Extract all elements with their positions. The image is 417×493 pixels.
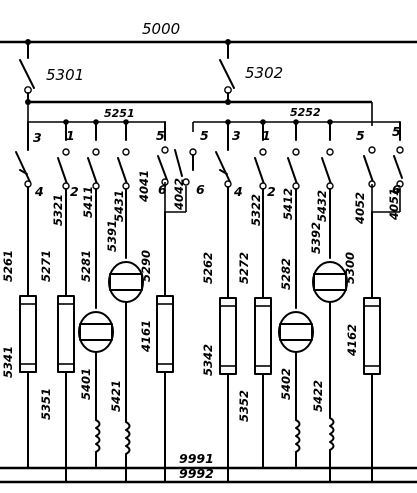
wire-left-5: 4042 — [172, 178, 186, 211]
motor-right-1: 5402 — [279, 368, 293, 400]
switch-right-2-number: 2 — [267, 184, 276, 199]
switch-left-1-number: 4 — [34, 184, 44, 199]
switch-right-3-number: 6 — [392, 182, 401, 197]
wire-right-2: 5412 — [281, 188, 295, 220]
fuse-right-3: 4162 — [345, 324, 359, 357]
bottom-bus-a-label: 9991 — [179, 451, 214, 466]
fuse-left-2: 5351 — [39, 388, 53, 420]
branches-left — [19, 186, 174, 483]
wire-left-3: 5431 — [112, 190, 126, 222]
wire-left-1: 5321 — [51, 194, 65, 226]
wire-right-3: 5432 — [315, 190, 329, 222]
branches-right — [219, 186, 381, 483]
fuse-left-3: 4161 — [139, 320, 153, 353]
terminal-right-2: 1 — [262, 128, 271, 143]
breaker-right-label: 5302 — [245, 64, 283, 82]
motor-left-1: 5401 — [79, 368, 93, 400]
terminal-left-1: 3 — [33, 130, 42, 145]
switch-left-4-number: 6 — [196, 182, 205, 197]
switch-row-right — [189, 121, 404, 213]
fuse-right-1: 5342 — [201, 344, 215, 376]
wire-left-2: 5411 — [81, 186, 95, 218]
terminal-right-4: 5 — [392, 124, 401, 139]
branch-left-1: 5261 — [1, 250, 15, 282]
branch-left-3: 5281 — [79, 250, 93, 282]
terminal-right-1: 3 — [232, 128, 241, 143]
wire-left-4: 4041 — [137, 170, 151, 203]
branch-left-4: 5391 — [105, 220, 119, 252]
main-bus-label: 5000 — [142, 20, 180, 38]
branch-left-5: 5290 — [139, 250, 153, 282]
wire-right-4: 4052 — [353, 192, 367, 225]
sub-bus-right-label: 5252 — [290, 106, 321, 119]
terminal-right-lead: 5 — [200, 128, 209, 143]
breaker-right — [219, 39, 235, 103]
sub-bus-left-label: 5251 — [104, 107, 135, 120]
terminal-left-2: 1 — [66, 128, 75, 143]
bottom-bus-b-label: 9992 — [179, 466, 214, 481]
coil-left-1: 5421 — [109, 380, 123, 412]
branch-right-5: 5300 — [343, 252, 357, 284]
switch-row-left — [15, 121, 190, 213]
switch-left-3-number: 6 — [158, 182, 167, 197]
switch-left-2-number: 2 — [70, 184, 79, 199]
branch-right-2: 5272 — [237, 252, 251, 284]
breaker-left-label: 5301 — [46, 66, 84, 84]
terminal-left-3: 5 — [156, 128, 165, 143]
wire-right-5: 4051 — [387, 188, 401, 221]
branch-right-4: 5392 — [309, 222, 323, 254]
wire-right-1: 5322 — [249, 194, 263, 226]
fuse-left-1: 5341 — [1, 346, 15, 378]
fuse-right-2: 5352 — [237, 390, 251, 422]
coil-right-1: 5422 — [311, 380, 325, 412]
branch-right-3: 5282 — [279, 258, 293, 290]
switch-right-1-number: 4 — [233, 184, 243, 199]
terminal-right-3: 5 — [356, 128, 365, 143]
branch-left-2: 5271 — [39, 250, 53, 282]
branch-right-1: 5262 — [201, 252, 215, 284]
breaker-left — [19, 39, 35, 103]
